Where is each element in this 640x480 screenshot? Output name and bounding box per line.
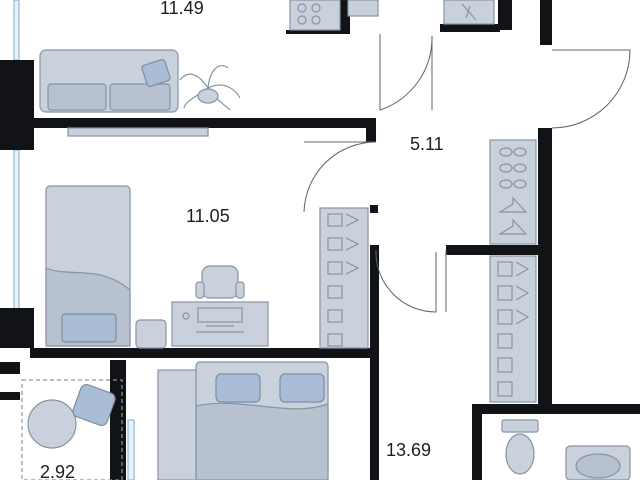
- desk-chair: [195, 265, 245, 299]
- area-label-bedroom-small: 11.05: [186, 206, 230, 226]
- area-label-living: 11.49: [160, 0, 204, 18]
- plant: [179, 65, 241, 111]
- side-cabinet: [135, 319, 167, 349]
- area-label-bedroom-large: 13.69: [386, 440, 431, 460]
- area-label-balcony: 2.92: [40, 462, 75, 480]
- tv-stand: [67, 127, 209, 137]
- sofa: [39, 49, 179, 113]
- door-swings: [303, 34, 631, 313]
- desk: [171, 301, 269, 347]
- single-bed: [45, 185, 131, 347]
- double-bed: [157, 361, 329, 480]
- kitchen-counter: [289, 0, 495, 31]
- bedroom-wardrobe: [319, 207, 369, 349]
- area-label-hall: 5.11: [410, 134, 444, 154]
- hall-wardrobe: [489, 139, 537, 245]
- hall-wardrobe-lower: [489, 255, 537, 403]
- bathroom-fixtures: [501, 419, 631, 480]
- balcony-furniture: [21, 379, 123, 480]
